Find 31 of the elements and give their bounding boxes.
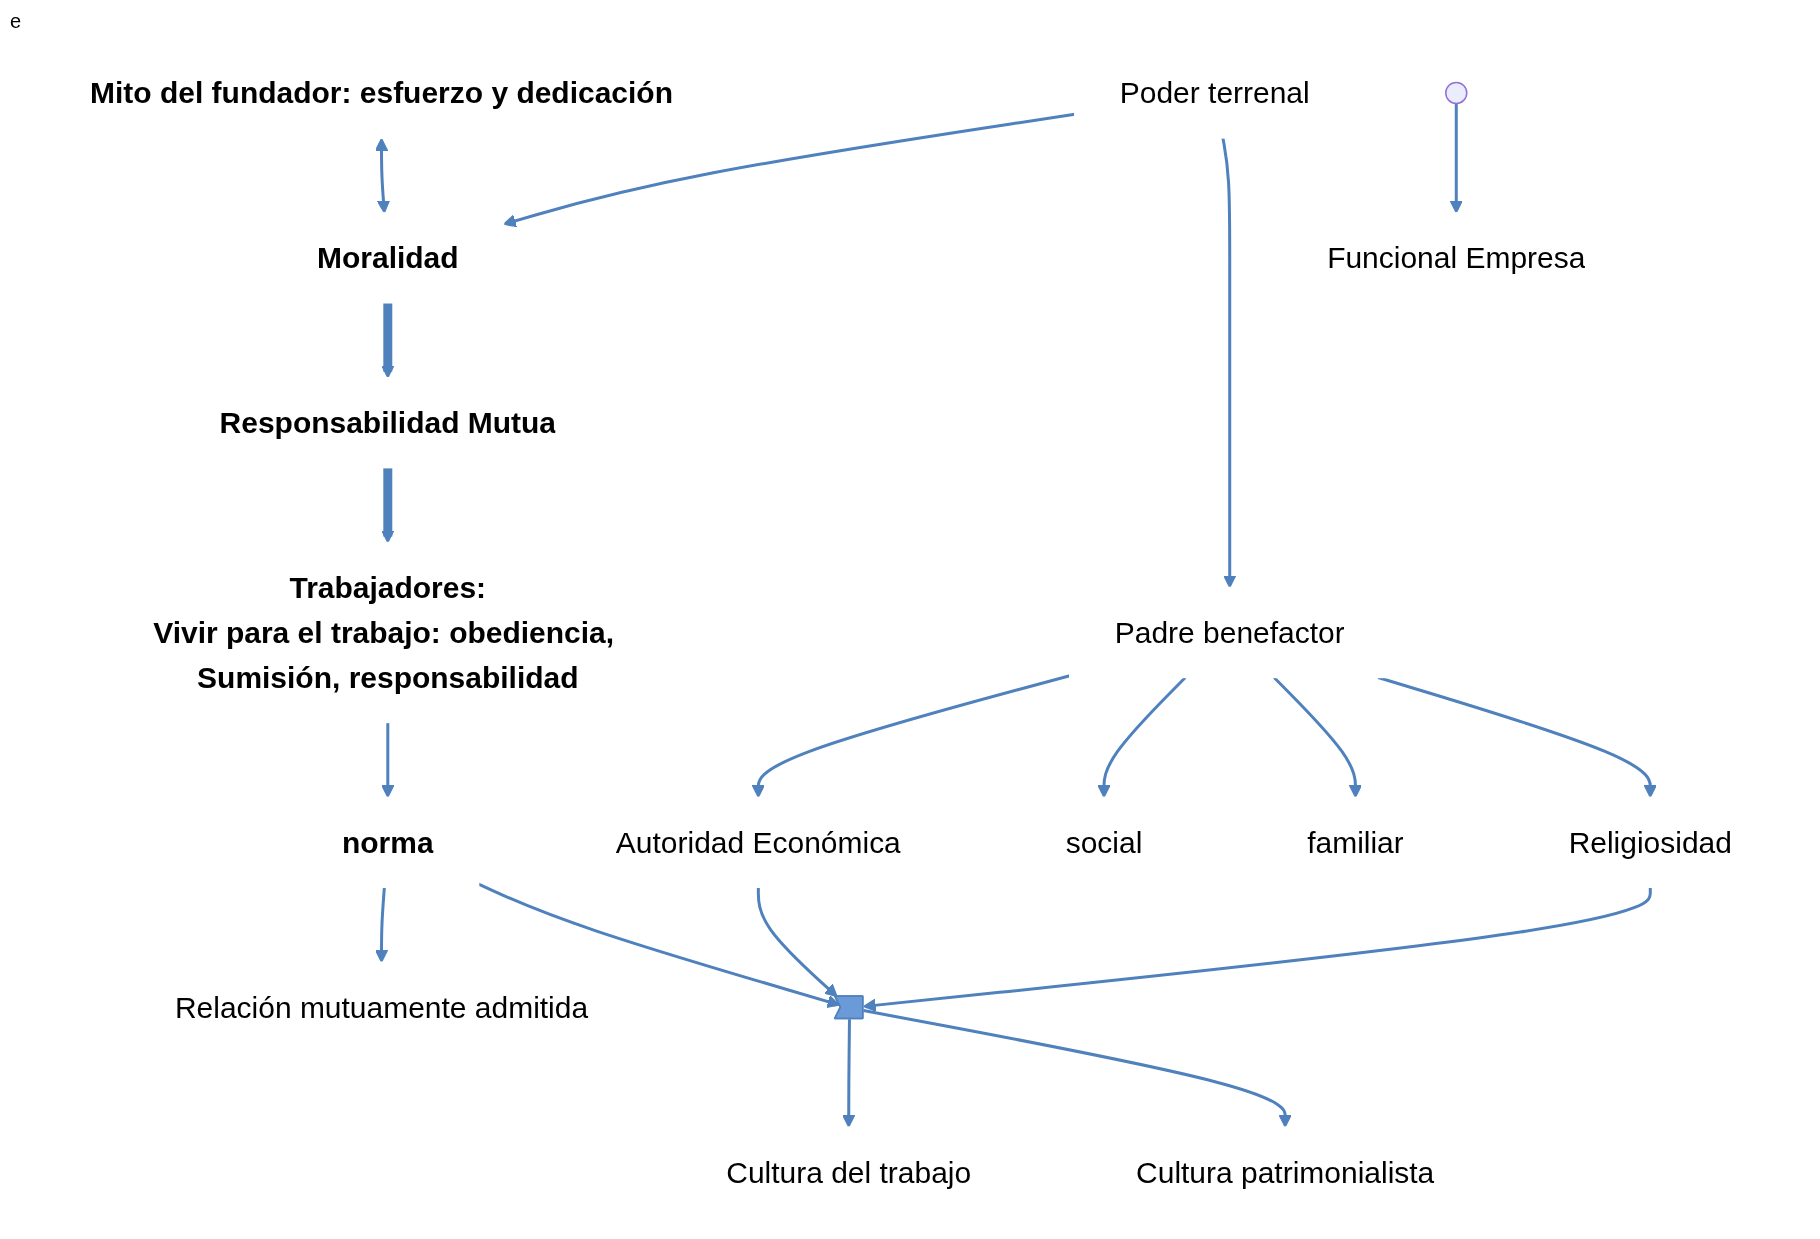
node-text: Autoridad Económica [615,825,901,859]
node-text: Funcional Empresa [1327,241,1586,275]
node-text: Cultura del trabajo [726,1155,972,1189]
arrow [751,674,1071,798]
arrow [863,1009,1292,1128]
node-text: norma [342,825,434,859]
node-text: Responsabilidad Mutua [219,406,557,440]
node-text: Trabajadores: Vivir para el trabajo: obediencia, Sumisión, responsabilidad [153,571,615,694]
node-text: Cultura patrimonialista [1136,1155,1435,1189]
arrow [374,887,389,963]
arrow [381,722,395,798]
node-text: Relación mutuamente admitida [174,990,589,1024]
arrow [1377,676,1657,798]
arrow [1449,103,1463,214]
node-text: familiar [1307,825,1404,859]
arrow [1221,137,1237,589]
node-text: Poder terrenal [1119,76,1310,110]
arrow [1273,676,1363,798]
arrow [381,302,395,379]
node-text: Mito del fundador: esfuerzo y dedicación [90,76,673,110]
node-text: Moralidad [317,241,459,275]
arrow [842,1019,856,1128]
arrow [381,467,395,544]
node-text: social [1065,825,1143,859]
node-text: Religiosidad [1568,825,1732,859]
node-text: Padre benefactor [1114,616,1345,649]
arrow [1097,676,1187,798]
arrow [862,887,1652,1012]
note-label: e [10,10,22,32]
arrow [756,887,838,998]
arrow [374,137,391,214]
